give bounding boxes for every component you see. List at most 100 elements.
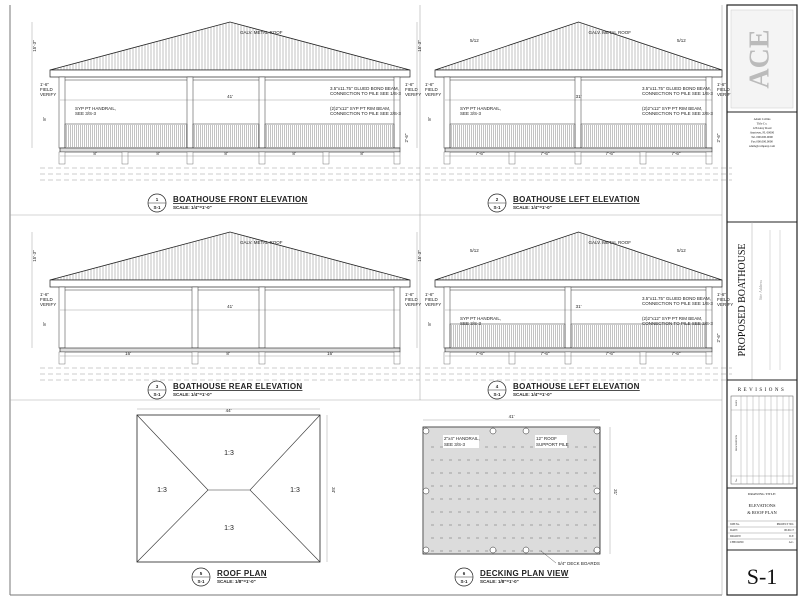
sheet-number: S-1 [747,564,778,589]
handrail-note: SEE 3/S-3 [75,111,97,116]
roof-support-pile [422,487,430,495]
roof-support-pile [522,546,530,554]
post [258,76,266,149]
pile [508,151,516,165]
hip-line [249,489,321,563]
view-number: 6 [463,571,466,576]
roof-note: GALV. METAL ROOF [589,240,632,245]
field-verify: 1'-6" [40,82,49,87]
field-verify: FIELD [717,87,731,92]
pile [705,351,713,365]
rail-height-dim: 2'-6" [716,333,721,342]
bay-dim: 8' [360,151,364,156]
bay-dim: 8' [224,151,228,156]
bay-dim: 7'-6" [541,351,550,356]
height-dim: 15'-3" [32,250,37,262]
info-label: DATE: [730,529,738,532]
post-height-dim: 8' [42,322,47,326]
decking-plan: 41'31'2"x4" HANDRAIL,SEE 3/S-312" ROOFSU… [422,414,618,566]
width-dim: 31' [576,304,582,309]
drawings: 8'8'8'8'8'41'15'-3"8'1'-6"FIELDVERIFY1'-… [31,21,733,587]
pile [443,151,451,165]
pitch-label: 5/12 [677,248,686,253]
roof-support-pile [593,427,601,435]
roof-support-pile [422,427,430,435]
pitch-label: 5/12 [470,38,479,43]
view-number: 5 [200,571,203,576]
rear-elevation: 16'8'16'41'15'-3"8'1'-6"FIELDVERIFY1'-6"… [31,231,421,381]
drawing-title-label: DRAWING TITLE: [748,492,776,496]
view-title: BOATHOUSE FRONT ELEVATION [173,195,308,204]
post-height-dim: 8' [427,117,432,121]
logo-text: ACE [744,29,775,88]
deck-handrail-note: SEE 3/S-3 [444,442,466,447]
field-verify: FIELD [425,297,439,302]
beam-note: CONNECTION TO PILE SEE 1/S-3 [330,91,401,96]
hip-line [136,414,209,491]
leader [540,550,557,564]
handrail-note: SEE 3/S-3 [460,111,482,116]
bay-dim: 7'-6" [606,151,615,156]
revision-col-header: DESCRIPTION [735,435,738,451]
bay-dim: 16' [125,351,131,356]
pile [258,151,266,165]
roof-pile-note: 12" ROOF [536,436,557,441]
post-height-dim: 8' [42,117,47,121]
rim-beam-note: (2)2"x12" SYP PT RIM BEAM, [330,106,390,111]
pile [191,351,199,365]
roof-note: GALV. METAL ROOF [240,240,283,245]
beam-note: CONNECTION TO PILE SEE 1/S-3 [642,301,713,306]
pile [574,151,582,165]
view-number: 2 [496,197,499,202]
field-verify: FIELD [717,297,731,302]
roof-support-pile [422,546,430,554]
view-sheet: S-1 [153,205,161,210]
beam-note: 3.5"x11.75" GLUED BOND BEAM, [330,86,399,91]
pile [393,351,401,365]
field-verify: VERIFY [717,92,733,97]
bay-dim: 7'-6" [476,351,485,356]
bay-dim: 8' [156,151,160,156]
label-bg [443,435,479,448]
handrail-note: SEE 3/S-3 [460,321,482,326]
width-dim: 41' [227,304,233,309]
contact-line: adam@company.com [749,144,776,148]
post [393,286,401,349]
fascia [434,279,723,288]
revisions-heading: REVISIONS [738,388,787,393]
left-elevation-2: 7'-6"7'-6"7'-6"7'-6"31'15'-3"8'1'-6"FIEL… [416,231,733,381]
field-verify: 1'-6" [717,82,726,87]
deck-outline [422,426,601,555]
info-value: A.C. [789,541,795,544]
view-scale: SCALE: 1/8"=1'-0" [480,579,519,584]
rail-height-dim: 2'-6" [716,133,721,142]
rim-beam-note: (2)2"x12" SYP PT RIM BEAM, [642,106,702,111]
pile [322,151,330,165]
roof-note: GALV. METAL ROOF [240,30,283,35]
info-label: JOB No. [730,523,740,526]
view-title: ROOF PLAN [217,569,267,578]
rim-beam-note: (2)2"x12" SYP PT RIM BEAM, [642,316,702,321]
field-verify: VERIFY [425,302,441,307]
label-bg [535,435,567,448]
info-value: D.F. [789,535,794,538]
deck-boards-note: 5/4" DECK BOARDS [558,561,600,566]
view-scale: SCALE: 1/8"=1'-0" [217,579,256,584]
field-verify: 1'-6" [405,82,414,87]
post [443,76,451,149]
title-block-frame [726,4,798,596]
width-dim: 31' [576,94,582,99]
rail-height-dim: 2'-6" [404,133,409,142]
view-title: BOATHOUSE LEFT ELEVATION [513,195,640,204]
info-value: 00.00.17 [784,529,794,532]
deck-depth-dim: 31' [613,489,618,495]
field-verify: 1'-6" [425,82,434,87]
post [574,76,582,149]
roof-note: GALV. METAL ROOF [589,30,632,35]
rim-beam [59,347,401,353]
roof-slope-label: 1:3 [224,525,234,532]
